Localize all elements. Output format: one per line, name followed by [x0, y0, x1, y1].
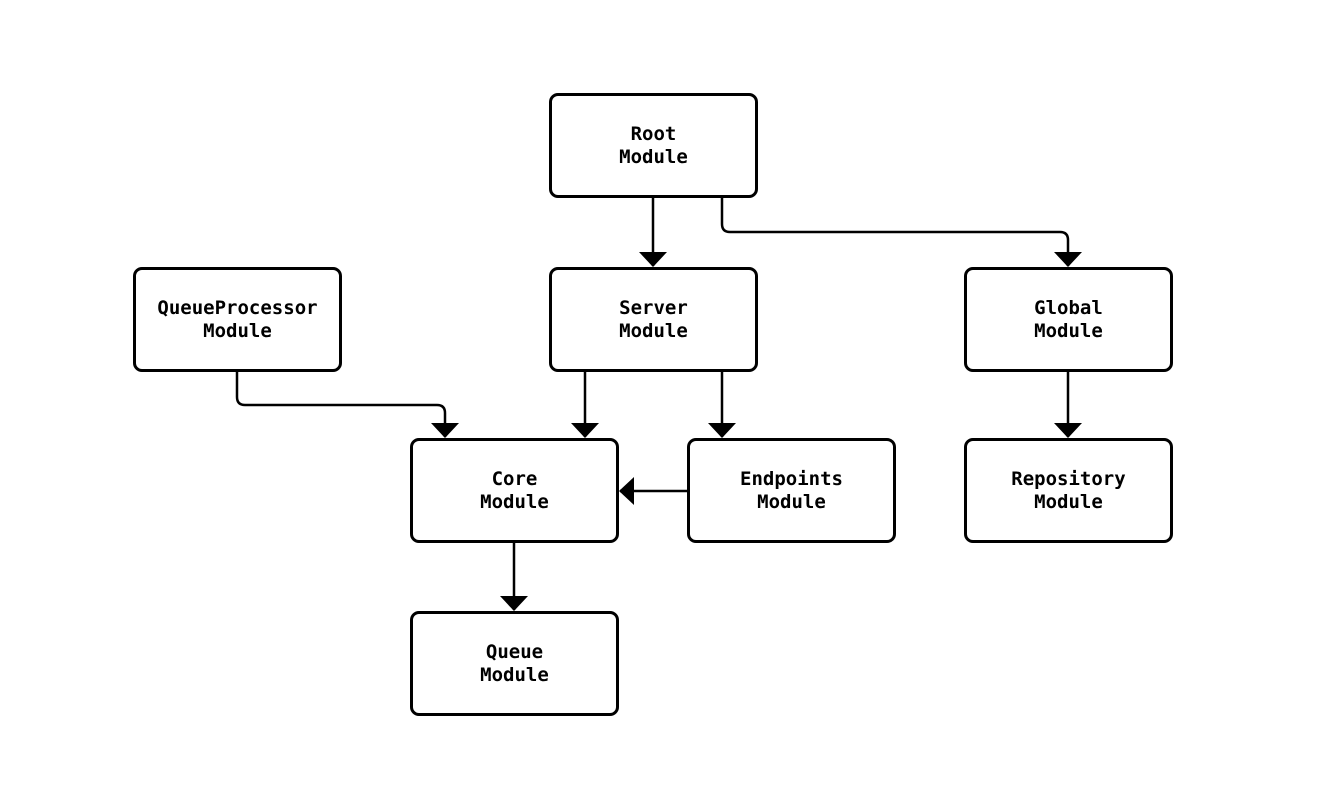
node-label-line2: Module [619, 319, 688, 342]
node-label-line2: Module [619, 145, 688, 168]
node-label-line1: Server [619, 296, 688, 319]
node-label-line2: Module [203, 319, 272, 342]
node-label-line1: Global [1034, 296, 1103, 319]
node-label-line2: Module [757, 490, 826, 513]
edge-queueprocessor-to-core [235, 372, 459, 438]
node-label-line1: Root [630, 122, 677, 145]
node-label-line2: Module [480, 490, 549, 513]
node-label-line1: QueueProcessor [157, 296, 318, 319]
node-label-line1: Endpoints [740, 467, 843, 490]
node-label-line2: Module [1034, 319, 1103, 342]
node-label-line1: Core [491, 467, 538, 490]
node-label-line1: Repository [1011, 467, 1126, 490]
node-label-line2: Module [480, 663, 549, 686]
edge-root-to-global [720, 198, 1082, 267]
node-label-line1: Queue [485, 640, 544, 663]
edges-group [235, 198, 1082, 611]
node-label-line2: Module [1034, 490, 1103, 513]
